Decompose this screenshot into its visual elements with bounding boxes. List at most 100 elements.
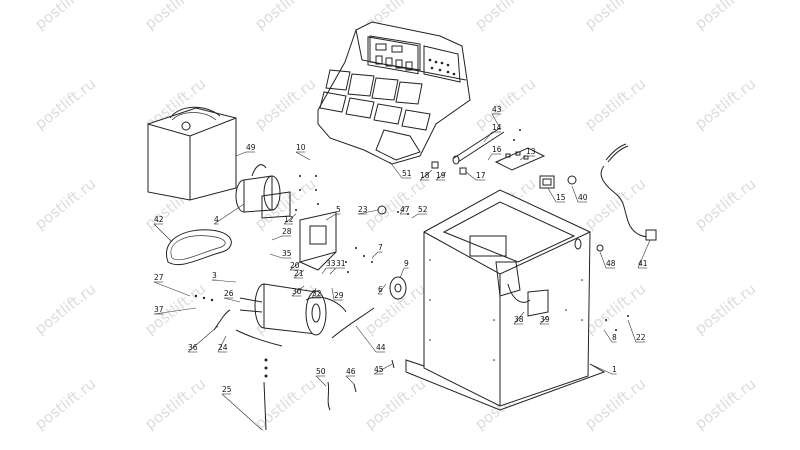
leader-line [419, 169, 433, 181]
callout-47: 47 [399, 205, 410, 215]
leader-line [211, 279, 237, 283]
part-number-label: 25 [222, 385, 232, 394]
part-number-label: 44 [376, 343, 386, 352]
leader-line [599, 251, 607, 269]
watermark-0: postlift.ru [31, 0, 99, 33]
watermark-27: postlift.ru [691, 280, 759, 339]
part-number-label: 38 [514, 315, 524, 324]
leader-line [357, 209, 379, 215]
leader-line [491, 113, 501, 129]
part-number-label: 30 [292, 287, 302, 296]
leader-line [389, 161, 403, 179]
callout-40: 40 [571, 185, 588, 203]
leader-line [213, 203, 245, 225]
callout-45: 45 [373, 363, 393, 375]
watermark-14: postlift.ru [31, 175, 99, 234]
hardware-drawing [295, 129, 629, 331]
control-console-drawing [317, 21, 471, 165]
callout-30: 30 [291, 285, 305, 297]
part-number-label: 48 [606, 259, 616, 268]
part-number-label: 32 [312, 289, 322, 298]
leader-line [221, 393, 263, 431]
watermark-9: postlift.ru [251, 75, 319, 134]
leader-line [547, 187, 557, 203]
leader-line [329, 267, 337, 275]
part-number-label: 46 [346, 367, 356, 376]
part-number-label: 51 [402, 169, 412, 178]
control-board-drawing [494, 147, 546, 171]
motor-drawing [235, 164, 291, 219]
callout-38: 38 [513, 311, 525, 325]
callout-12: 12 [283, 213, 297, 225]
leader-line [373, 363, 393, 375]
callout-37: 37 [153, 305, 197, 315]
wire-drawings [327, 307, 395, 411]
cabinet-drawing [405, 189, 606, 411]
callout-22: 22 [627, 319, 646, 343]
leader-line [589, 363, 613, 375]
watermark-2: postlift.ru [251, 0, 319, 33]
part-number-label: 4 [214, 215, 219, 224]
callout-24: 24 [217, 335, 228, 353]
callout-15: 15 [547, 187, 566, 203]
callout-41: 41 [637, 239, 651, 269]
callout-26: 26 [223, 289, 241, 303]
leader-line [411, 213, 419, 219]
watermark-31: postlift.ru [361, 375, 429, 434]
part-number-label: 22 [636, 333, 646, 342]
part-number-label: 35 [282, 249, 292, 258]
part-number-label: 39 [540, 315, 550, 324]
callout-14: 14 [483, 123, 502, 143]
lever-drawing [194, 294, 283, 431]
leader-line [153, 223, 173, 243]
leader-line [271, 235, 283, 241]
leader-line [311, 287, 317, 299]
bracket-drawing [299, 211, 337, 271]
callout-7: 7 [371, 243, 383, 259]
callout-36: 36 [187, 325, 219, 353]
callout-46: 46 [345, 367, 356, 385]
part-number-label: 18 [420, 171, 430, 180]
leader-line [513, 311, 525, 325]
callout-6: 6 [377, 283, 387, 295]
leader-line [355, 325, 377, 353]
part-number-label: 5 [336, 205, 341, 214]
leader-line [223, 297, 241, 303]
leader-line [399, 267, 405, 279]
callout-28: 28 [271, 227, 292, 241]
callout-52: 52 [411, 205, 428, 219]
watermark-30: postlift.ru [251, 375, 319, 434]
watermark-20: postlift.ru [691, 175, 759, 234]
leader-line [371, 251, 379, 259]
part-number-label: 33 [326, 259, 336, 268]
watermark-7: postlift.ru [31, 75, 99, 134]
leader-line [331, 287, 335, 301]
part-number-label: 43 [492, 105, 502, 114]
watermark-17: postlift.ru [361, 175, 429, 234]
callout-5: 5 [325, 205, 341, 221]
callout-50: 50 [315, 367, 327, 387]
callout-10: 10 [295, 143, 311, 161]
parts-drawing [147, 21, 657, 431]
callout-17: 17 [465, 171, 486, 181]
leader-line [293, 269, 305, 279]
part-number-label: 41 [638, 259, 648, 268]
guard-box-drawing [147, 106, 237, 201]
part-number-label: 36 [188, 343, 198, 352]
callout-51: 51 [389, 161, 412, 179]
part-number-label: 20 [290, 261, 300, 270]
callout-31: 31 [329, 259, 346, 275]
part-number-label: 26 [224, 289, 234, 298]
leader-line [399, 205, 407, 215]
part-number-label: 23 [358, 205, 368, 214]
leader-line [321, 267, 327, 275]
leader-line [291, 285, 305, 297]
leader-line [289, 261, 301, 271]
watermark-5: postlift.ru [581, 0, 649, 33]
leader-line [637, 239, 651, 269]
part-number-label: 24 [218, 343, 228, 352]
part-number-label: 27 [154, 273, 164, 282]
leader-line [483, 131, 493, 143]
part-number-label: 21 [294, 269, 304, 278]
